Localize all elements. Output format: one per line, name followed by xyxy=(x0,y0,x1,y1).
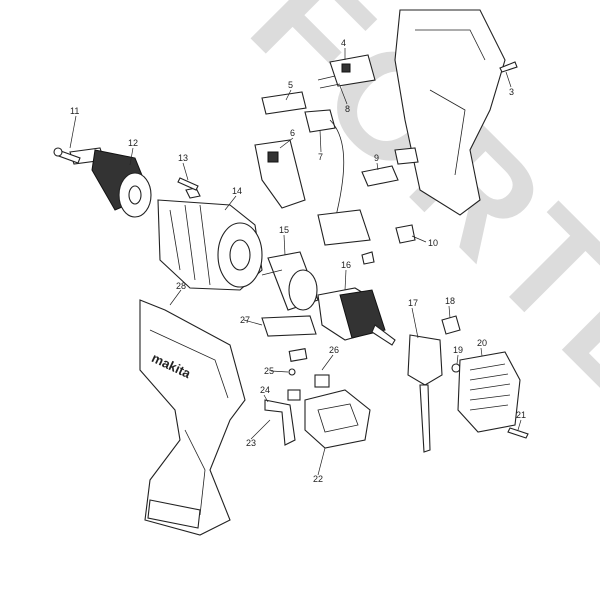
button-part xyxy=(361,165,399,187)
callout-9: 9 xyxy=(374,153,379,163)
gear-housing-part xyxy=(157,187,263,291)
callout-10: 10 xyxy=(428,238,438,248)
brush-parts xyxy=(287,348,330,401)
callout-3: 3 xyxy=(509,87,514,97)
callout-5: 5 xyxy=(288,80,293,90)
callout-4: 4 xyxy=(341,38,346,48)
callout-18: 18 xyxy=(445,296,455,306)
callout-12: 12 xyxy=(128,138,138,148)
controller-part xyxy=(254,139,306,209)
callout-28: 28 xyxy=(176,281,186,291)
callout-16: 16 xyxy=(341,260,351,270)
leader-lines xyxy=(69,48,522,476)
callout-19: 19 xyxy=(453,345,463,355)
callout-8: 8 xyxy=(345,104,350,114)
right-housing-part xyxy=(394,9,506,216)
lever-part xyxy=(264,399,296,446)
callout-27: 27 xyxy=(240,315,250,325)
callout-6: 6 xyxy=(290,128,295,138)
main-housing-part xyxy=(139,299,246,536)
callout-21: 21 xyxy=(516,410,526,420)
housing-screw-13 xyxy=(177,177,199,191)
chuck-screw xyxy=(53,147,81,164)
callout-20: 20 xyxy=(477,338,487,348)
callout-14: 14 xyxy=(232,186,242,196)
callout-23: 23 xyxy=(246,438,256,448)
callout-22: 22 xyxy=(313,474,323,484)
housing-screw xyxy=(499,61,518,73)
callouts: 3 4 5 6 7 8 9 10 11 12 13 14 15 16 17 18… xyxy=(70,38,526,484)
rear-cover-part xyxy=(457,351,521,433)
callout-24: 24 xyxy=(260,385,270,395)
rear-cover-screw xyxy=(507,427,529,439)
gear-cylinder-part xyxy=(261,251,319,311)
callout-17: 17 xyxy=(408,298,418,308)
switch-box-part xyxy=(304,389,371,449)
chuck-part xyxy=(69,147,152,218)
callout-11: 11 xyxy=(70,106,79,116)
plate-part xyxy=(261,315,317,337)
callout-25: 25 xyxy=(264,366,274,376)
small-spring-part xyxy=(361,224,416,265)
brush-holder-part xyxy=(407,334,443,453)
small-clip-parts xyxy=(441,315,461,373)
callout-7: 7 xyxy=(318,152,323,162)
top-switch-part xyxy=(317,54,376,89)
armature-part xyxy=(317,287,396,346)
switch-cable-part xyxy=(304,109,371,246)
callout-15: 15 xyxy=(279,225,289,235)
callout-13: 13 xyxy=(178,153,188,163)
callout-26: 26 xyxy=(329,345,339,355)
